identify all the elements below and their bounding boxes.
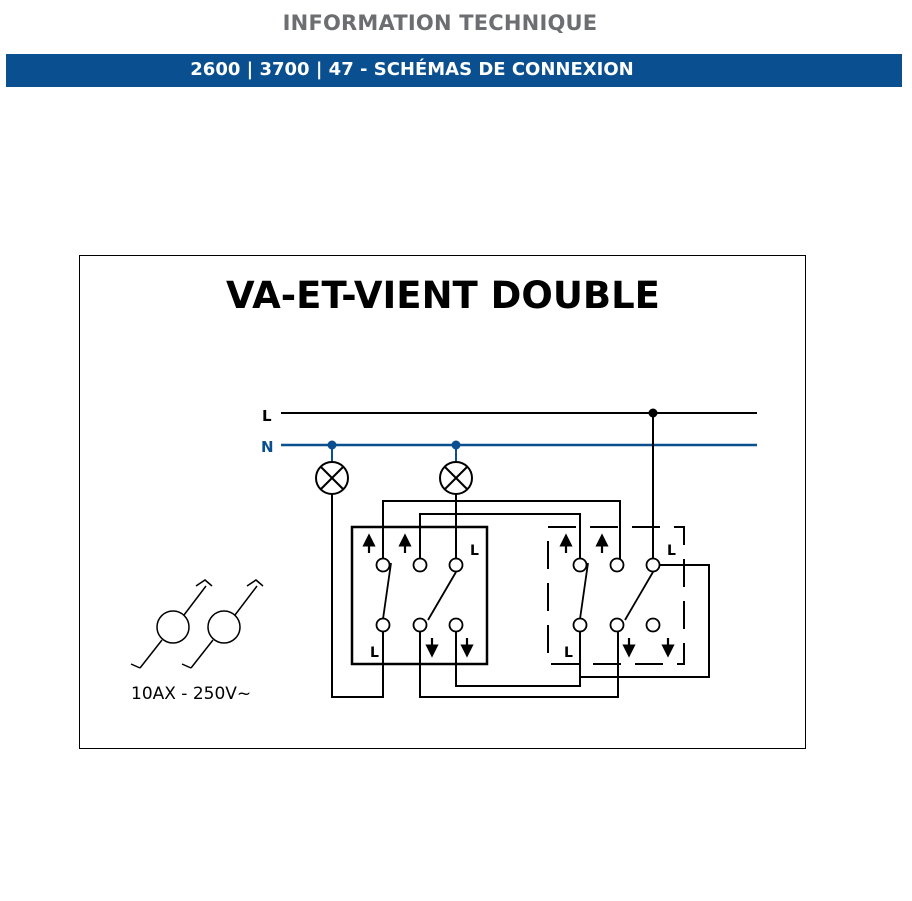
switch-1-top-common-label: L bbox=[470, 543, 479, 559]
switch-1-box bbox=[350, 525, 489, 666]
switch-1-bottom-common-label: L bbox=[370, 645, 379, 661]
rating-label: 10AX - 250V~ bbox=[131, 684, 251, 704]
diagram-title: VA-ET-VIENT DOUBLE bbox=[226, 274, 660, 317]
lamp-2-icon bbox=[439, 461, 473, 495]
page-header-title: INFORMATION TECHNIQUE bbox=[282, 11, 598, 35]
switch-1-levers bbox=[382, 562, 457, 621]
switch-2-terminals bbox=[572, 557, 661, 633]
diagram-frame bbox=[79, 255, 806, 749]
switch-1-arrows bbox=[362, 533, 474, 658]
switch-2-box bbox=[547, 526, 685, 665]
switch-2-top-common-label: L bbox=[667, 543, 676, 559]
wiring-lines bbox=[331, 413, 710, 698]
switch-1-terminals bbox=[375, 557, 464, 633]
device-symbol-icon bbox=[130, 579, 264, 669]
switch-2-levers bbox=[579, 562, 654, 621]
section-banner-title: 2600 | 3700 | 47 - SCHÉMAS DE CONNEXION bbox=[190, 59, 634, 80]
switch-2-bottom-common-label: L bbox=[564, 645, 573, 661]
lamp-1-icon bbox=[315, 461, 349, 495]
line-label: L bbox=[262, 407, 272, 425]
section-banner: 2600 | 3700 | 47 - SCHÉMAS DE CONNEXION bbox=[6, 54, 902, 87]
neutral-label: N bbox=[261, 438, 274, 456]
switch-2-arrows bbox=[559, 533, 675, 658]
